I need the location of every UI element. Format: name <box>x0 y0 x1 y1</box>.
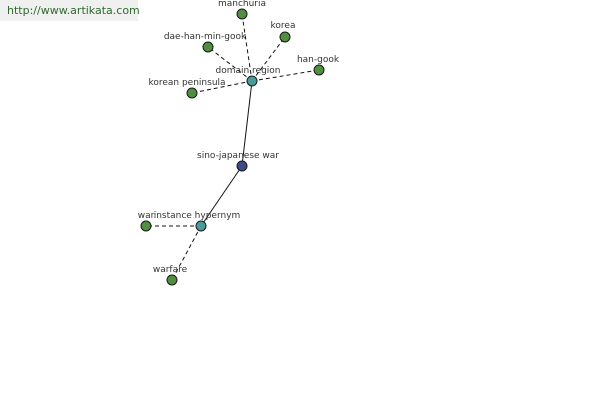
edge-domain-korean-peninsula <box>191 80 253 94</box>
label-war: war <box>138 211 155 221</box>
watermark-url: http://www.artikata.com <box>0 0 140 21</box>
node-instance-hypernym[interactable] <box>195 220 207 232</box>
label-korea: korea <box>271 21 296 31</box>
edge-instance-warfare <box>171 225 202 281</box>
node-korean-peninsula[interactable] <box>186 87 198 99</box>
node-war[interactable] <box>140 220 152 232</box>
label-instance-hypernym: instance hypernym <box>154 211 241 221</box>
node-manchuria[interactable] <box>236 8 248 20</box>
label-domain-region: domain region <box>215 66 280 76</box>
node-han-gook[interactable] <box>313 64 325 76</box>
node-warfare[interactable] <box>166 274 178 286</box>
edge-domain-han-gook <box>251 69 320 82</box>
label-korean-peninsula: korean peninsula <box>148 78 225 88</box>
edge-root-instance <box>200 165 243 227</box>
edge-domain-korea <box>251 36 286 82</box>
node-domain-region[interactable] <box>246 75 258 87</box>
node-dae-han-min-gook[interactable] <box>202 41 214 53</box>
label-han-gook: han-gook <box>297 55 340 65</box>
edge-domain-manchuria <box>241 13 253 82</box>
node-korea[interactable] <box>279 31 291 43</box>
edge-root-domain <box>241 80 253 167</box>
label-manchuria: manchuria <box>218 0 266 9</box>
node-sino-japanese-war[interactable] <box>236 160 248 172</box>
label-sino-japanese-war: sino-japanese war <box>197 151 279 161</box>
label-dae-han-min-gook: dae-han-min-gook <box>164 32 247 42</box>
edge-domain-dae-han-min-gook <box>207 46 253 82</box>
label-warfare: warfare <box>153 265 188 275</box>
